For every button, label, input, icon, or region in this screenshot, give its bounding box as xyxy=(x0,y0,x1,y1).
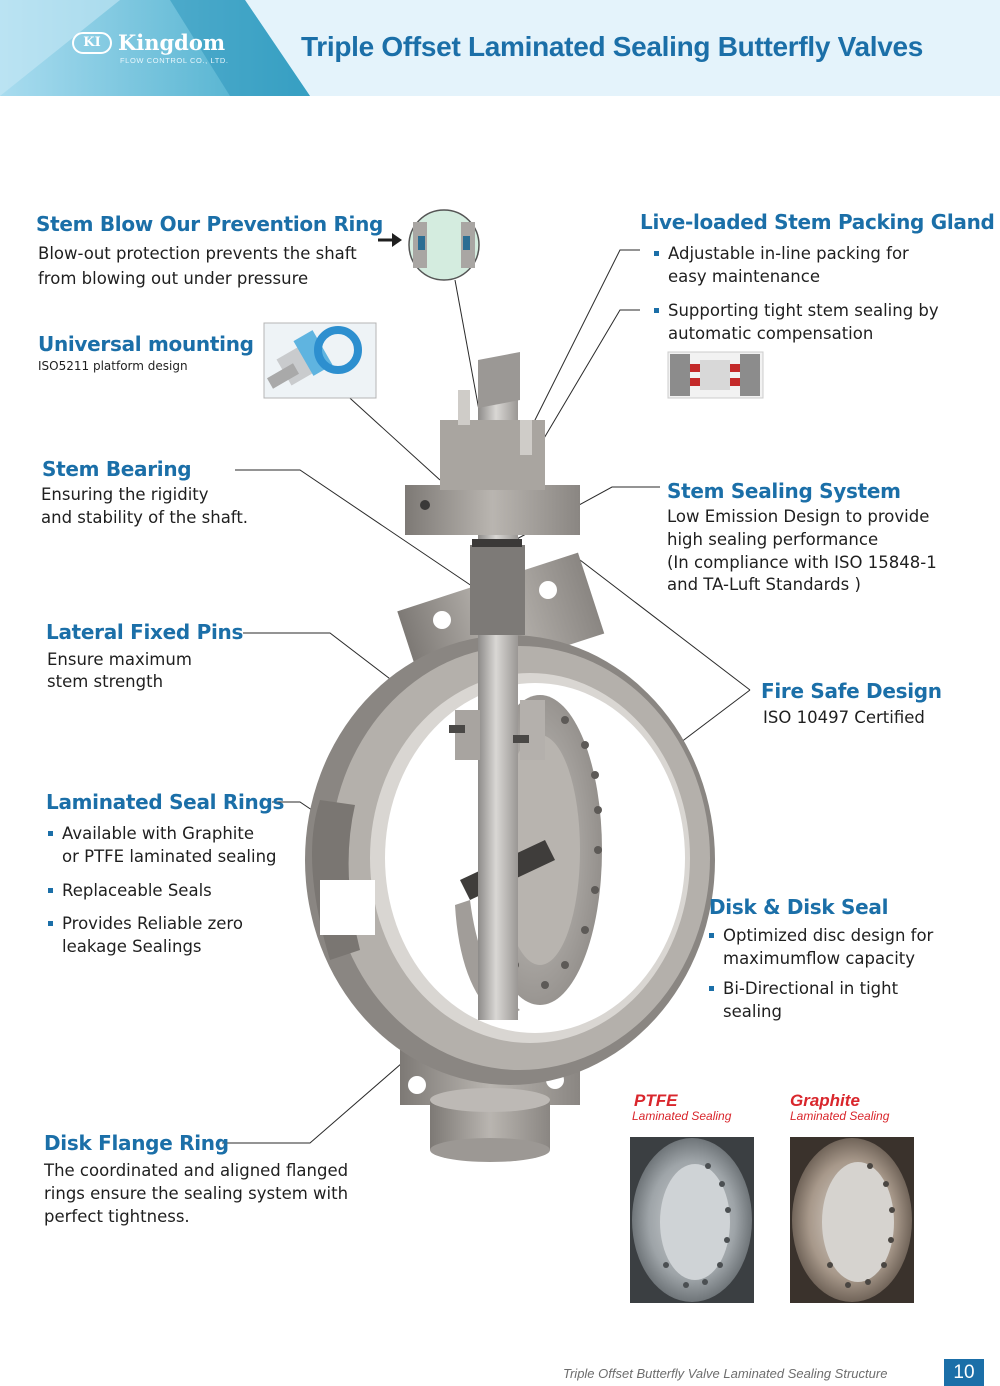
laminated-rings-bullet-2-line-1: Replaceable Seals xyxy=(62,881,212,900)
disk-seal-bullet-1: Optimized disc design for maximumflow ca… xyxy=(709,924,933,970)
footer-caption: Triple Offset Butterfly Valve Laminated … xyxy=(563,1366,888,1381)
disk-flange-line-1: The coordinated and aligned flanged xyxy=(44,1161,349,1180)
lateral-pins-line-1: Ensure maximum xyxy=(47,650,192,669)
laminated-rings-bullet-1-line-1: Available with Graphite xyxy=(62,824,254,843)
disk-seal-title: Disk & Disk Seal xyxy=(709,895,889,919)
disk-flange-title: Disk Flange Ring xyxy=(44,1131,229,1155)
stem-sealing-line-1: Low Emission Design to provide xyxy=(667,507,930,526)
stem-ring-detail xyxy=(408,209,480,281)
live-loaded-bullet-2-line-2: automatic compensation xyxy=(668,324,874,343)
live-loaded-bullet-1-line-1: Adjustable in-line packing for xyxy=(668,244,909,263)
page-header: KI Kingdom FLOW CONTROL CO., LTD. Triple… xyxy=(0,0,1000,96)
stem-sealing-line-2: high sealing performance xyxy=(667,530,879,549)
fire-safe-title: Fire Safe Design xyxy=(761,679,942,703)
laminated-rings-bullet-3-line-1: Provides Reliable zero xyxy=(62,914,243,933)
live-loaded-bullet-1-line-2: easy maintenance xyxy=(668,267,820,286)
header-banner-shape xyxy=(0,0,310,96)
laminated-rings-bullet-2: Replaceable Seals xyxy=(48,879,212,902)
universal-mounting-text: ISO5211 platform design xyxy=(38,359,188,373)
stem-bearing-line-2: and stability of the shaft. xyxy=(41,508,249,527)
live-loaded-bullet-1: Adjustable in-line packing for easy main… xyxy=(654,242,909,288)
stem-blow-line-1: Blow-out protection prevents the shaft xyxy=(38,244,357,263)
graphite-sample-photo xyxy=(790,1137,914,1303)
graphite-label: Graphite xyxy=(790,1091,860,1110)
disk-seal-bullet-2: Bi-Directional in tight sealing xyxy=(709,977,898,1023)
stem-sealing-title: Stem Sealing System xyxy=(667,479,901,503)
live-loaded-bullet-2: Supporting tight stem sealing by automat… xyxy=(654,299,939,345)
laminated-rings-title: Laminated Seal Rings xyxy=(46,790,285,814)
fire-safe-text: ISO 10497 Certified xyxy=(763,708,925,727)
logo-subtitle: FLOW CONTROL CO., LTD. xyxy=(120,56,229,65)
live-loaded-bullet-2-line-1: Supporting tight stem sealing by xyxy=(668,301,939,320)
lateral-pins-title: Lateral Fixed Pins xyxy=(46,620,244,644)
disk-seal-bullet-2-line-1: Bi-Directional in tight xyxy=(723,979,899,998)
packing-detail xyxy=(667,351,764,399)
disk-seal-bullet-1-line-1: Optimized disc design for xyxy=(723,926,934,945)
ptfe-sample-photo xyxy=(630,1137,754,1303)
laminated-rings-bullet-3-line-2: leakage Sealings xyxy=(62,937,202,956)
stem-bearing-line-1: Ensuring the rigidity xyxy=(41,485,209,504)
lateral-pins-line-2: stem strength xyxy=(47,672,164,691)
disk-flange-line-2: rings ensure the sealing system with xyxy=(44,1184,349,1203)
page-number: 10 xyxy=(944,1359,984,1386)
laminated-rings-bullet-1-line-2: or PTFE laminated sealing xyxy=(62,847,277,866)
ptfe-label: PTFE xyxy=(634,1091,678,1110)
stem-bearing-title: Stem Bearing xyxy=(42,457,192,481)
graphite-sublabel: Laminated Sealing xyxy=(790,1109,890,1123)
ptfe-sublabel: Laminated Sealing xyxy=(632,1109,732,1123)
stem-blow-line-2: from blowing out under pressure xyxy=(38,269,309,288)
disk-seal-bullet-2-line-2: sealing xyxy=(723,1002,782,1021)
arrow-icon xyxy=(378,233,402,247)
stem-sealing-line-4: and TA-Luft Standards ) xyxy=(667,575,861,594)
valve-body xyxy=(305,352,715,1162)
live-loaded-title: Live-loaded Stem Packing Gland xyxy=(640,210,995,234)
stem-blow-title: Stem Blow Our Prevention Ring xyxy=(36,212,384,236)
stem-sealing-line-3: (In compliance with ISO 15848-1 xyxy=(667,553,937,572)
logo-badge: KI xyxy=(72,32,112,54)
page-title: Triple Offset Laminated Sealing Butterfl… xyxy=(301,31,924,62)
laminated-rings-bullet-3: Provides Reliable zero leakage Sealings xyxy=(48,912,243,958)
laminated-rings-bullet-1: Available with Graphite or PTFE laminate… xyxy=(48,822,277,868)
company-logo: KI Kingdom FLOW CONTROL CO., LTD. xyxy=(72,30,242,70)
disk-flange-line-3: perfect tightness. xyxy=(44,1207,190,1226)
mounting-photo xyxy=(263,322,377,399)
disk-seal-bullet-1-line-2: maximumflow capacity xyxy=(723,949,916,968)
universal-mounting-title: Universal mounting xyxy=(38,332,254,356)
logo-name: Kingdom xyxy=(118,30,226,55)
